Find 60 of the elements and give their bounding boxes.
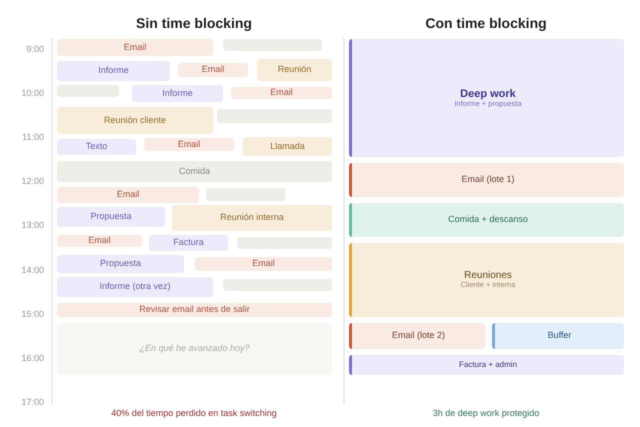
block-title: Comida [178, 166, 210, 176]
footer-note: 3h de deep work protegido [432, 408, 540, 418]
block-title: Email [178, 140, 200, 150]
block-title: Informe (otra vez) [99, 282, 171, 292]
time-label: 17:00 [21, 397, 44, 407]
block-title: Propuesta [90, 212, 132, 222]
block-title: ¿En qué he avanzado hoy? [139, 344, 250, 354]
time-block [195, 257, 332, 271]
block-title: Buffer [548, 331, 572, 341]
block-title: Email (lote 1) [461, 175, 514, 185]
time-label: 9:00 [26, 44, 44, 54]
block-title: Reunión interna [220, 213, 284, 223]
time-block [57, 235, 142, 247]
heading: Sin time blocking [136, 15, 252, 31]
block-title: Email [252, 259, 275, 269]
block-title: Revisar email antes de salir [139, 305, 250, 315]
block-title: Email [202, 65, 224, 75]
block-title: Factura + admin [458, 360, 518, 370]
time-label: 12:00 [21, 176, 44, 186]
time-block [172, 205, 332, 231]
time-block [257, 59, 332, 81]
heading: Con time blocking [425, 15, 547, 31]
time-block [57, 107, 213, 134]
block-title: Email (lote 2) [392, 331, 445, 341]
footer-note: 40% del tiempo perdido en task switching [111, 408, 277, 418]
time-label: 14:00 [21, 265, 44, 275]
block-title: Email [124, 42, 146, 52]
block-title: Email [116, 190, 140, 200]
time-block [349, 323, 485, 349]
time-block [349, 39, 624, 157]
block-title: Email [270, 88, 293, 98]
block-title: Comida + descanso [448, 215, 528, 225]
block-title: Reunión cliente [104, 116, 166, 126]
time-block [57, 187, 199, 203]
time-block [349, 163, 624, 197]
block-title: Texto [86, 142, 108, 152]
block-title: Propuesta [100, 259, 142, 269]
time-label: 16:00 [21, 353, 44, 363]
time-block [57, 39, 213, 56]
block-title: Factura [173, 238, 204, 248]
time-block [231, 87, 332, 99]
time-label: 11:00 [22, 132, 44, 142]
block-title: Informe [98, 66, 129, 76]
time-block [349, 243, 624, 317]
time-label: 10:00 [21, 88, 44, 98]
block-title: Informe [162, 88, 193, 98]
block-title: Deep work [460, 88, 516, 100]
block-title: Llamada [270, 142, 305, 152]
time-label: 15:00 [21, 309, 44, 319]
time-block [492, 323, 624, 349]
time-block [349, 203, 624, 237]
time-block [144, 138, 234, 151]
time-block [349, 355, 624, 375]
time-block [243, 137, 332, 156]
time-block [178, 63, 248, 77]
block-title: Email [88, 236, 111, 246]
block-title: Reunión [278, 65, 312, 75]
time-block [57, 303, 332, 317]
time-label: 13:00 [21, 220, 44, 230]
block-title: Reuniones [464, 270, 512, 282]
